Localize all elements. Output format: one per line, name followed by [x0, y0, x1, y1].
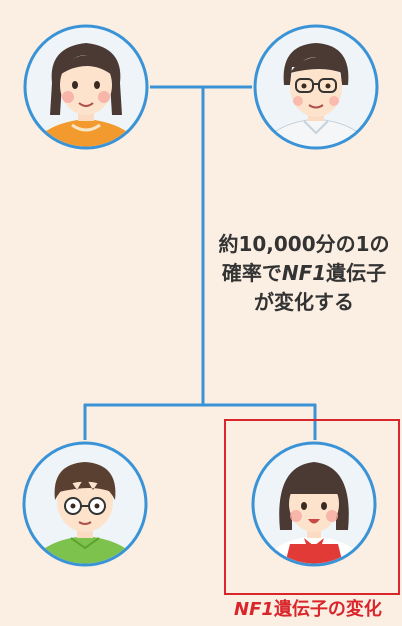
gene-change-caption: NF1遺伝子の変化: [214, 598, 402, 622]
father-avatar: [253, 24, 379, 150]
note-line-1: 約10,000分の1の: [218, 232, 390, 256]
probability-note: 約10,000分の1の 確率でNF1遺伝子 が変化する: [206, 230, 402, 317]
mother-avatar: [23, 24, 149, 150]
note-suffix: 遺伝子: [326, 261, 387, 285]
affected-child-highlight: [224, 419, 400, 595]
son-avatar: [22, 441, 148, 567]
caption-gene: NF1: [234, 599, 274, 620]
note-line-2: 確率でNF1遺伝子: [206, 259, 402, 288]
caption-text: 遺伝子の変化: [273, 599, 382, 620]
note-prefix: 確率で: [221, 261, 282, 285]
note-line-3: が変化する: [254, 290, 354, 314]
note-gene: NF1: [281, 261, 327, 285]
daughter-avatar: [251, 441, 377, 567]
